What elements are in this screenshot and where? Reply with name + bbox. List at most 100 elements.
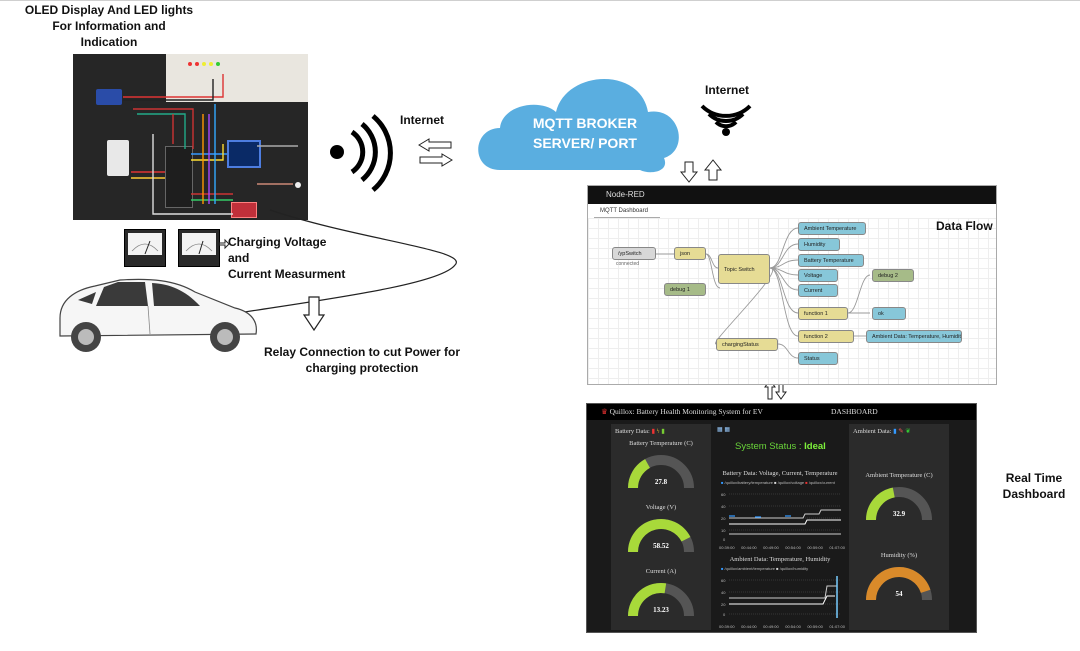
nodered-screenshot: Node-RED MQTT Dashboard /ypSwitch connec… [587, 185, 997, 385]
chart1-title: Battery Data: Voltage, Current, Temperat… [722, 470, 838, 477]
dht-sensor [107, 140, 129, 176]
battery-panel: Battery Data: ▮ ϟ ▮ Battery Temperature … [611, 424, 711, 630]
chart1-legend-text-1: /quillox/battery/temperature [724, 480, 774, 485]
gauge-value: 32.9 [892, 510, 906, 518]
gauge [628, 519, 694, 553]
chart2-ytick-60: 60 [721, 578, 726, 583]
chart1-legend-item-2: ■ /quillox/voltage [774, 480, 805, 485]
tab-mqtt-dashboard[interactable]: MQTT Dashboard [594, 204, 660, 218]
circuit-wires [123, 62, 301, 215]
system-status-value: Ideal [804, 441, 826, 452]
dashboard-nav[interactable]: DASHBOARD [831, 407, 878, 416]
node-function-2[interactable]: function 2 [798, 330, 854, 343]
chart2-xtick-6: 01:07:00 [829, 624, 845, 629]
chart2-legend-item-2: ■ /quillox/humidity [776, 566, 809, 571]
arrow-left-icon [418, 138, 452, 152]
chart1-legend-text-3: /quillox/current [808, 480, 835, 485]
chart2-legend-item-1: ■ /quillox/ambient/temperature [721, 566, 776, 571]
arrow-right-icon [419, 153, 453, 167]
node-json[interactable]: json [674, 247, 706, 260]
chart2-ytick-40: 40 [721, 590, 726, 595]
nodered-wires [656, 227, 871, 359]
cloud-label-line-1: MQTT BROKER [532, 115, 638, 131]
chart2-xtick-4: 00:54:00 [785, 624, 801, 629]
relay-module [231, 202, 257, 218]
ambient-panel-header: Ambient Data: ▮ ✎ ❦ [853, 428, 911, 435]
node-ambient-temperature[interactable]: Ambient Temperature [798, 222, 866, 235]
chart1-ytick-40: 40 [721, 504, 726, 509]
node-current[interactable]: Current [798, 284, 838, 297]
data-flow-label: Data Flow [936, 219, 993, 233]
node-voltage[interactable]: Voltage [798, 269, 838, 282]
node-ok[interactable]: ok [872, 307, 906, 320]
node-ambient-data[interactable]: Ambient Data: Temperature, Humidity [866, 330, 962, 343]
oled-display [227, 140, 261, 168]
gauge-title: Voltage (V) [645, 504, 677, 511]
gauge [866, 487, 932, 521]
car-icon [59, 278, 257, 352]
node-humidity[interactable]: Humidity [798, 238, 840, 251]
gauge-title: Battery Temperature (C) [629, 440, 693, 447]
chart1-xtick-2: 00:44:00 [741, 545, 757, 550]
chart2-xtick-2: 00:44:00 [741, 624, 757, 629]
node-charging-status[interactable]: chargingStatus [716, 338, 778, 351]
node-debug-2[interactable]: debug 2 [872, 269, 914, 282]
cloud-label: MQTT BROKER SERVER/ PORT [520, 113, 650, 153]
chart-type-icons: ▦ ▦ [717, 427, 731, 433]
chart1-ytick-20: 20 [721, 516, 726, 521]
cloud-down-arrow-icon [679, 161, 699, 183]
chart2-ytick-0: 0 [723, 612, 726, 617]
node-input[interactable]: /ypSwitch [612, 247, 656, 260]
charts-panel: ▦ ▦ System Status : Ideal Battery Data: … [715, 424, 845, 630]
gauge-fill [866, 487, 896, 521]
chart2-ytick-20: 20 [721, 602, 726, 607]
circuit-image [73, 54, 308, 220]
top-border [0, 0, 1080, 1]
cloud-up-arrow-icon [703, 159, 723, 181]
gauge-title: Current (A) [645, 568, 677, 575]
dashboard-screenshot: ♛ Quillox: Battery Health Monitoring Sys… [586, 403, 977, 633]
chart1-xtick-1: 00:39:00 [719, 545, 735, 550]
oled-label: OLED Display And LED lights For Informat… [24, 2, 194, 50]
node-function-1[interactable]: function 1 [798, 307, 848, 320]
node-battery-temperature[interactable]: Battery Temperature [798, 254, 864, 267]
cloud-label-line-2: SERVER/ PORT [533, 135, 637, 151]
gauge-value: 13.23 [653, 606, 669, 614]
node-input-status: connected [616, 261, 640, 267]
cloud-shape [478, 78, 679, 173]
realtime-label-line-2: Dashboard [1002, 487, 1066, 501]
dashboard-header: ♛ Quillox: Battery Health Monitoring Sys… [587, 404, 976, 420]
oled-label-line-1: OLED Display And LED lights [24, 3, 194, 17]
ammeter [178, 229, 220, 267]
node-status[interactable]: Status [798, 352, 838, 365]
chart2-xtick-1: 00:39:00 [719, 624, 735, 629]
dashboard-logo-icon: ♛ [601, 407, 608, 416]
chart1-ytick-0: 0 [723, 537, 726, 542]
gauge [628, 455, 694, 489]
battery-panel-header: Battery Data: ▮ ϟ ▮ [615, 428, 665, 435]
internet-label-right: Internet [705, 83, 750, 97]
relay-label: Relay Connection to cut Power for chargi… [262, 344, 462, 376]
chart1-legend: ■ /quillox/battery/temperature ■ /quillo… [721, 480, 835, 485]
relay-label-line-2: charging protection [305, 361, 419, 375]
chart1-legend-item-1: ■ /quillox/battery/temperature [721, 480, 774, 485]
gauge-fill [628, 519, 691, 553]
node-topic-switch[interactable]: Topic Switch [718, 254, 770, 284]
node-debug-1[interactable]: debug 1 [664, 283, 706, 296]
system-status-label: System Status : [735, 441, 802, 452]
battery-panel-header-text: Battery Data: [615, 428, 650, 435]
ammeter-needle [185, 240, 213, 255]
relay-down-arrow-icon [302, 296, 326, 332]
chart1-xtick-6: 01:07:00 [829, 545, 845, 550]
gauge-value: 27.8 [654, 478, 668, 486]
chart2-title: Ambient Data: Temperature, Humidity [729, 556, 831, 563]
wifi-right-dot [722, 128, 730, 136]
gauge-value: 54 [895, 590, 903, 598]
meter-arrow-icon [218, 238, 230, 250]
esp32-board [165, 146, 193, 208]
voltmeter-needle [131, 240, 159, 255]
realtime-label: Real Time Dashboard [996, 470, 1072, 502]
voltmeter [124, 229, 166, 267]
chart1-legend-text-2: /quillox/voltage [777, 480, 805, 485]
oled-label-line-3: Indication [80, 35, 138, 49]
